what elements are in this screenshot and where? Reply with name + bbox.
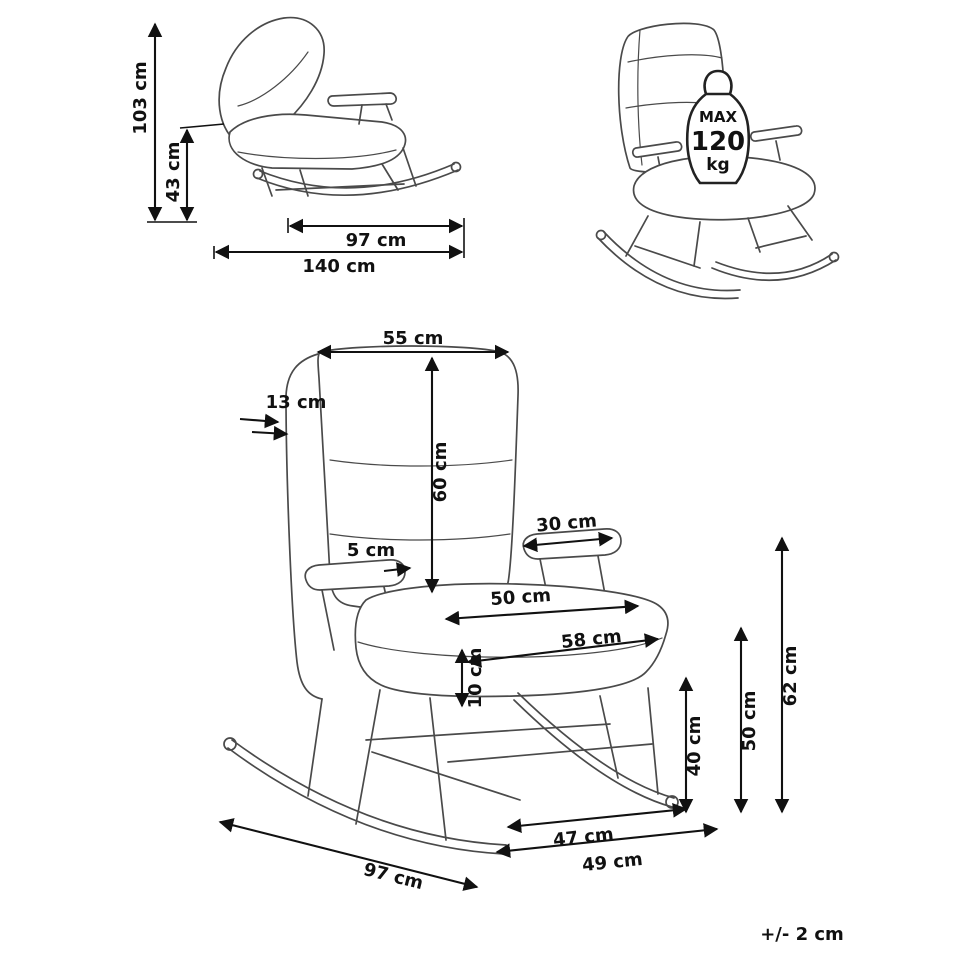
dim-arrow-armrest-width: [383, 562, 412, 577]
persp-rocker-left: [597, 237, 739, 300]
dim-label-armrest-width: 5 cm: [347, 540, 395, 561]
weight-limit-value: 120: [691, 127, 745, 157]
dim-tick: [179, 123, 225, 129]
weight-limit-max: MAX: [699, 108, 738, 126]
dim-label-width-49: 49 cm: [581, 849, 644, 876]
side-armrest: [327, 92, 397, 107]
dim-label-height-62: 62 cm: [780, 646, 801, 707]
dim-label-total-depth: 140 cm: [302, 256, 375, 277]
dim-label-cushion-thickness: 10 cm: [465, 648, 486, 709]
dim-label-height-40: 40 cm: [684, 716, 705, 777]
dim-arrow-backrest-thickness-1: [239, 413, 280, 429]
dim-label-backrest-height: 60 cm: [430, 442, 451, 503]
main-back-outer-edge: [285, 353, 323, 700]
side-seat-cushion: [228, 113, 407, 170]
dim-label-total-height: 103 cm: [130, 61, 151, 134]
dim-arrow-width-47: [506, 803, 688, 833]
persp-armrest-left: [632, 141, 683, 158]
main-view-drawing: [223, 345, 679, 855]
dim-label-seat-height: 43 cm: [163, 142, 184, 203]
dim-arrow-rocker-length-main: [218, 818, 479, 891]
dim-arrow-seat-depth: [444, 599, 640, 626]
tolerance-note: +/- 2 cm: [760, 924, 844, 945]
side-rocker: [256, 169, 459, 197]
side-view-drawing: [218, 16, 462, 197]
dim-label-backrest-width: 55 cm: [383, 328, 444, 349]
dim-label-backrest-thickness: 13 cm: [266, 392, 327, 413]
weight-limit-unit: kg: [706, 155, 729, 175]
main-rocker-right: [513, 699, 673, 808]
dim-arrow-seat-width: [466, 633, 660, 668]
max-weight-icon: MAX 120 kg: [685, 69, 751, 185]
dim-label-rocker-length-side: 97 cm: [346, 230, 407, 251]
dim-arrow-backrest-thickness-2: [251, 425, 289, 441]
dim-label-height-50: 50 cm: [739, 691, 760, 752]
dim-label-seat-depth: 50 cm: [490, 585, 552, 610]
main-armrest-left: [304, 559, 406, 591]
persp-armrest-right: [750, 125, 803, 142]
perspective-view-drawing: MAX 120 kg: [595, 22, 840, 300]
dim-arrow-width-49: [495, 823, 719, 858]
dim-label-width-47: 47 cm: [552, 824, 615, 851]
persp-rocker-right: [711, 259, 837, 282]
dim-label-rocker-length-main: 97 cm: [361, 859, 425, 894]
dim-arrow-armrest-length: [522, 531, 614, 553]
